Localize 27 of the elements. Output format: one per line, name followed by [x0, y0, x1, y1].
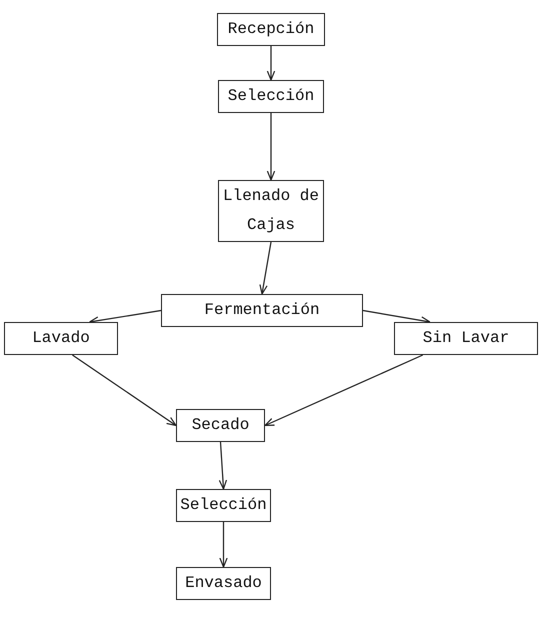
step-label: Recepción: [228, 19, 314, 40]
arrow: [266, 46, 276, 81]
step-label: Sin Lavar: [422, 328, 510, 349]
process-box: [394, 322, 538, 355]
arrow: [219, 522, 228, 568]
step-label: Llenado de Cajas: [222, 186, 320, 236]
arrow: [259, 242, 272, 295]
arrow: [72, 354, 177, 426]
arrow: [362, 310, 431, 325]
step-label: Selección: [180, 495, 267, 516]
process-box: [217, 13, 325, 46]
process-box: [218, 180, 324, 242]
process-box: [161, 294, 363, 327]
step-label: Selección: [228, 86, 314, 107]
step-label: Lavado: [32, 328, 90, 349]
step-label: Secado: [192, 415, 250, 436]
step-label: Fermentación: [204, 300, 320, 321]
step-label: Envasado: [185, 573, 262, 594]
process-box: [176, 489, 271, 522]
arrow: [266, 113, 276, 181]
process-box: [218, 80, 324, 113]
process-box: [4, 322, 118, 355]
process-box: [176, 567, 271, 600]
arrow: [88, 310, 162, 325]
arrow: [264, 354, 424, 426]
arrow: [218, 442, 228, 490]
process-box: [176, 409, 265, 442]
